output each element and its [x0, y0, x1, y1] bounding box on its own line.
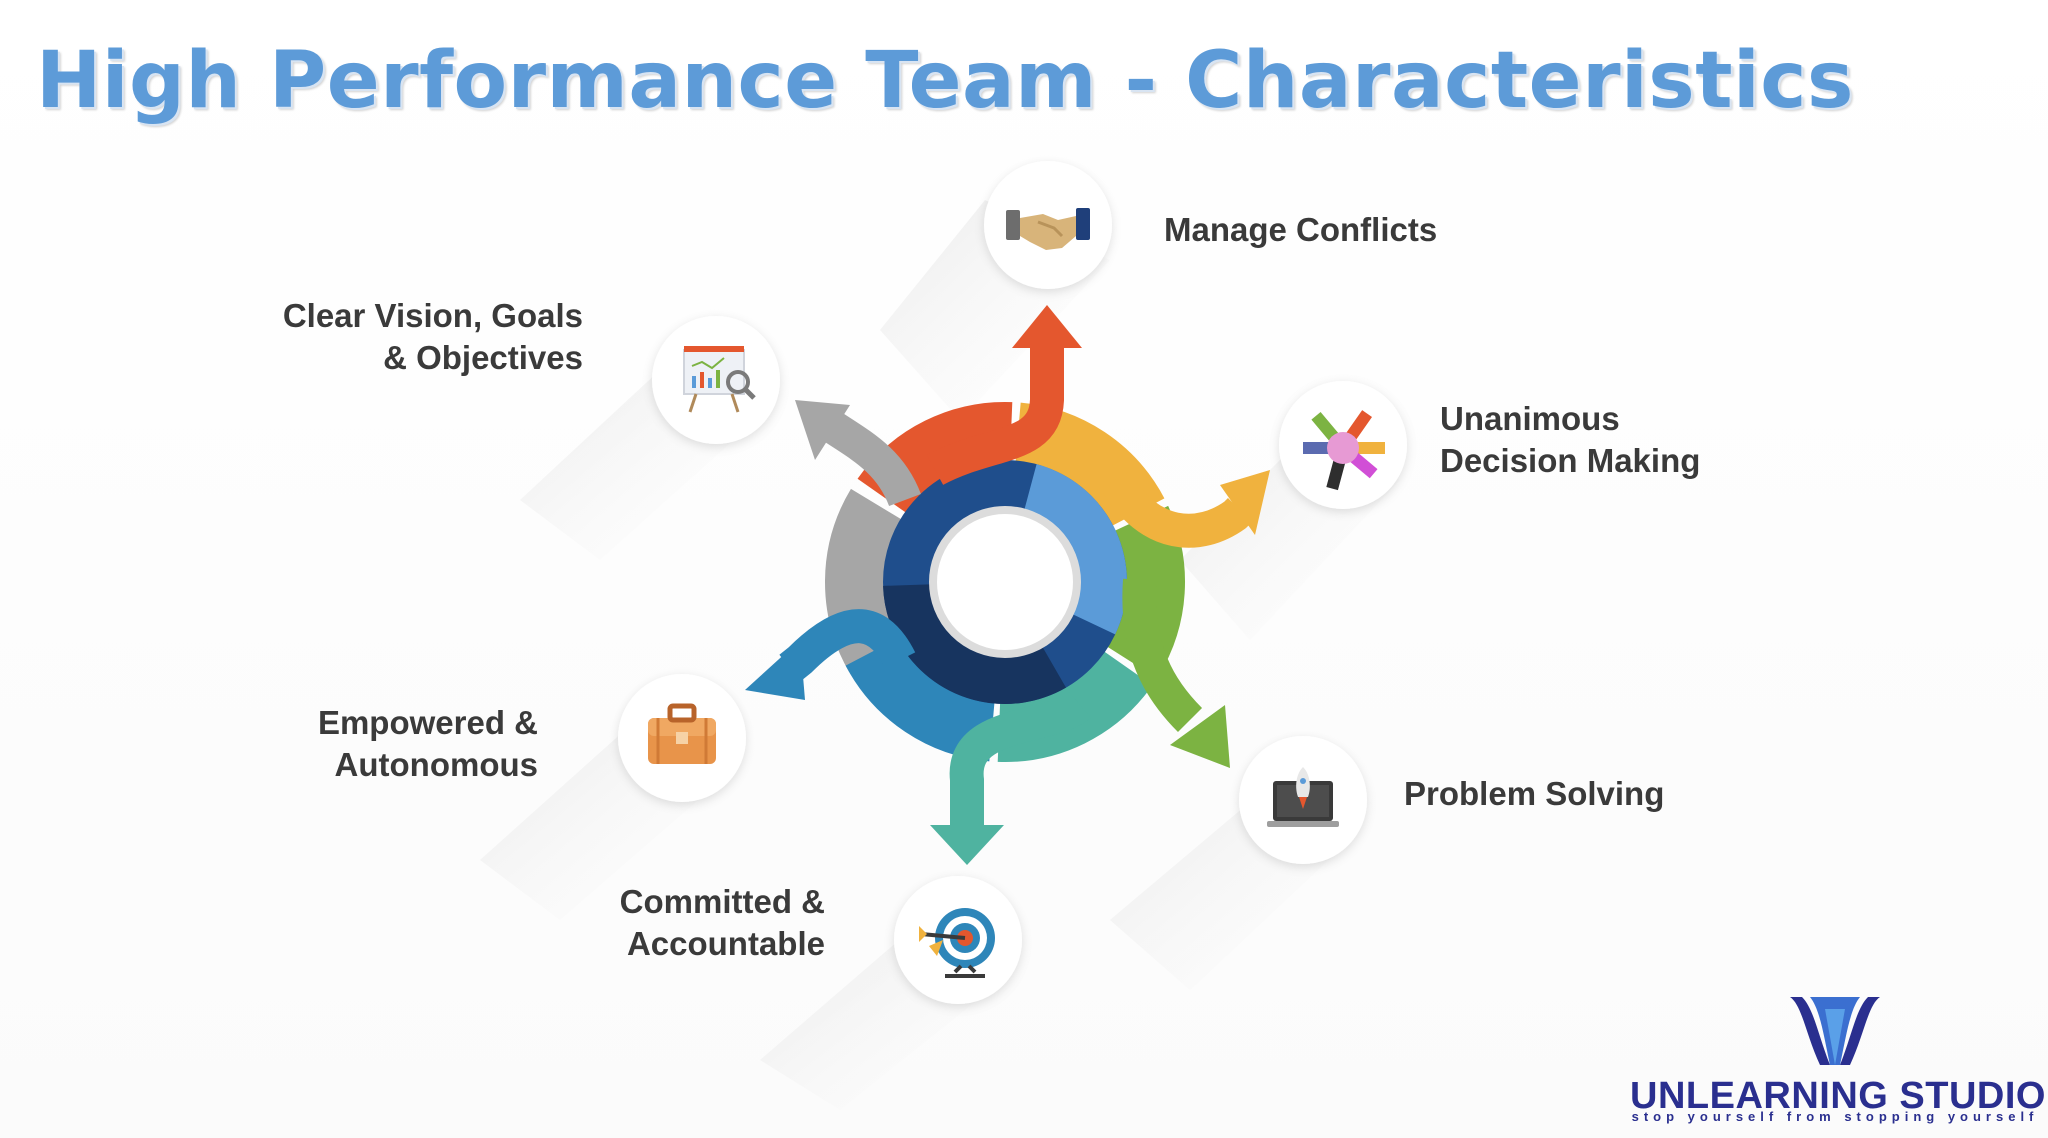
arrow-clear-vision [820, 410, 921, 507]
label-unanimous-decision: Unanimous Decision Making [1440, 400, 1701, 479]
briefcase-icon [648, 703, 716, 764]
logo-mark-icon [1790, 997, 1880, 1065]
label-manage-conflicts: Manage Conflicts [1164, 211, 1438, 248]
arrow-problem-solving [1122, 578, 1203, 733]
logo-name: UNLEARNING STUDIO [1630, 1075, 2046, 1117]
inner-dark-segment [883, 460, 1127, 704]
logo-tagline: stop yourself from stopping yourself [1631, 1109, 2039, 1124]
arrow-manage-conflicts [926, 345, 1064, 486]
teal-segment [825, 402, 1185, 762]
presentation-chart-icon [683, 346, 756, 413]
label-committed: Committed & Accountable [619, 883, 825, 962]
arrows [745, 305, 1270, 865]
label-clear-vision: Clear Vision, Goals & Objectives [282, 297, 583, 376]
orange-segment [825, 402, 1185, 762]
label-problem-solving: Problem Solving [1404, 775, 1665, 812]
laptop-rocket-icon [1267, 767, 1339, 827]
label-empowered: Empowered & Autonomous [317, 704, 538, 783]
accent-segment [883, 460, 1127, 704]
target-arrow-icon [919, 908, 995, 978]
arrow-committed [949, 690, 1091, 825]
handshake-icon [1006, 208, 1090, 250]
hands-together-icon [1303, 410, 1385, 491]
page-title: High Performance Team - Characteristics [36, 36, 1854, 126]
brand-logo: UNLEARNING STUDIO stop yourself from sto… [1630, 995, 2046, 1125]
arrow-unanimous [1100, 470, 1253, 548]
arrow-empowered [779, 609, 916, 682]
center-hole [929, 506, 1081, 658]
